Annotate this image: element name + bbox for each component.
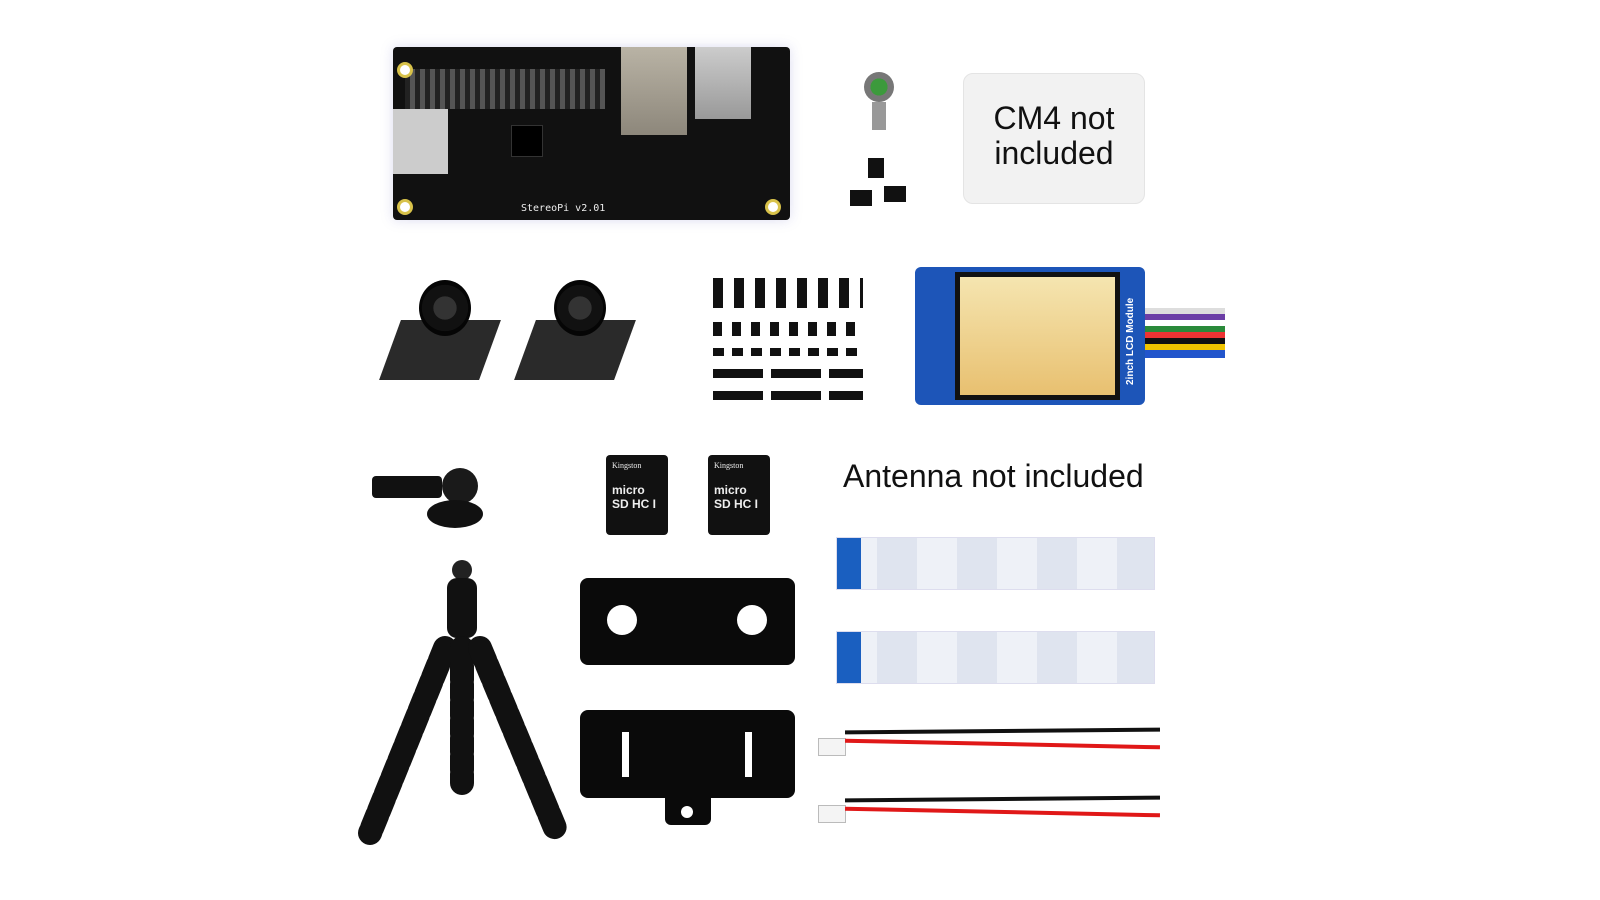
mounting-plate-bottom — [580, 710, 795, 825]
red-wire — [844, 806, 1161, 818]
camera-module — [379, 280, 501, 392]
push-button — [860, 72, 898, 130]
ribbon-cable — [836, 631, 1155, 684]
lcd-display-image — [960, 277, 1115, 395]
antenna-not-included-note: Antenna not included — [843, 458, 1144, 494]
gpio-header — [405, 69, 605, 109]
wire-connector — [818, 805, 846, 823]
ethernet-port — [621, 47, 687, 135]
tripod — [358, 560, 567, 845]
lcd-label: 2inch LCD Module — [1125, 297, 1136, 385]
board-silkscreen: StereoPi v2.01 — [521, 203, 606, 214]
lens-icon — [554, 280, 606, 336]
wire-connector — [818, 738, 846, 756]
lcd-module: 2inch LCD Module — [915, 267, 1145, 405]
mounting-plate-top — [580, 578, 795, 665]
lcd-cable — [1145, 308, 1225, 358]
screws-standoffs — [713, 278, 865, 402]
black-wire — [844, 727, 1161, 735]
mount-hole — [397, 199, 413, 215]
red-wire — [844, 738, 1161, 750]
lens-icon — [419, 280, 471, 336]
jumpers — [850, 158, 910, 210]
usb-port — [695, 47, 751, 119]
ribbon-cable — [836, 537, 1155, 590]
mount-hole — [765, 199, 781, 215]
mount-hole — [397, 62, 413, 78]
camera-module — [514, 280, 636, 392]
stereopi-board: StereoPi v2.01 — [393, 47, 790, 220]
black-wire — [844, 795, 1161, 803]
chip — [511, 125, 543, 157]
sd-slot — [393, 109, 448, 174]
gopro-mount — [372, 468, 483, 530]
